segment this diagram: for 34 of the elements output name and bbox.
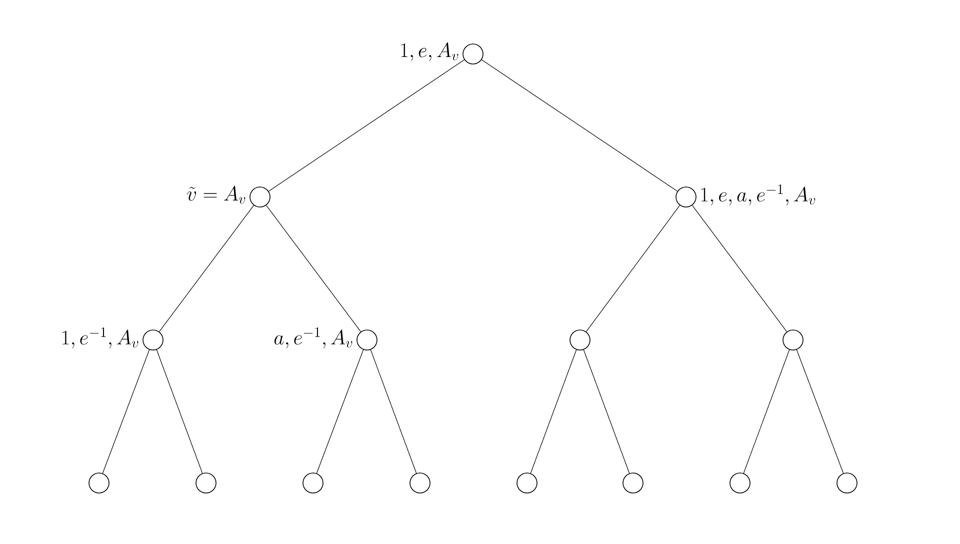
tree-edge (268, 60, 465, 192)
tree-edge (692, 205, 788, 332)
tree-node (836, 472, 858, 494)
node-label: $1, e, a, e^{-1}, A_v$ (701, 184, 816, 206)
tree-edge (102, 349, 150, 474)
tree-edge (796, 349, 844, 474)
tree-edge (156, 349, 203, 474)
tree-node (302, 472, 324, 494)
node-label: $1, e^{-1}, A_v$ (62, 327, 138, 348)
tree-node (782, 330, 804, 350)
tree-node (250, 186, 270, 208)
tree-edge (530, 349, 577, 474)
tree-node (462, 44, 484, 64)
tree-edge (743, 349, 790, 474)
node-label: $1, e, A_v$ (401, 42, 458, 62)
tree-edge (266, 205, 362, 332)
tree-edge (583, 349, 630, 474)
tree-edge (481, 60, 678, 192)
tree-node (676, 186, 696, 208)
tree-edge (586, 205, 680, 332)
tree-edge (370, 349, 417, 474)
tree-edge (316, 349, 364, 474)
tree-node (196, 472, 216, 494)
node-label: $a, e^{-1}, A_v$ (274, 327, 352, 348)
tree-node (410, 472, 430, 494)
tree-node (142, 330, 164, 350)
tree-node (570, 330, 590, 350)
tree-node (622, 472, 644, 494)
node-label: $\tilde{v} = A_v$ (187, 186, 246, 204)
tree-node (88, 472, 110, 494)
tree-node (516, 472, 538, 494)
tree-edge (158, 205, 254, 332)
tree-node (730, 472, 750, 494)
tree-node (356, 330, 378, 350)
